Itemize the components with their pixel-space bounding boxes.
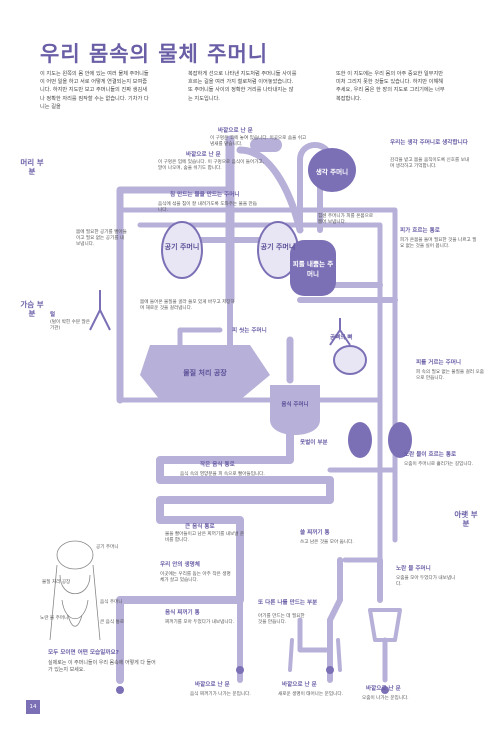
figure-question-desc: 실제로는 이 주머니들이 우리 몸속에 어떻게 다 들어가 있는지 보세요.: [48, 660, 156, 673]
blood-tube-label: 피가 흐르는 통로: [400, 228, 440, 234]
organ-pump: 피를 내뿜는 주머니: [292, 260, 334, 278]
exit-top-1-desc: 이 구멍은 코에 놓여 있습니다. 이곳으로 숨을 쉬고 냄새를 맡습니다.: [210, 136, 307, 148]
factory-desc: 몸에 들어온 물질을 골라 쓸모 있게 바꾸고 저장하며 해로운 것을 걸러냅니…: [140, 300, 235, 312]
figure-label-stomach: 음식 주머니: [100, 600, 123, 605]
hair-desc: (털이 박힌 수분 많은 기관): [50, 320, 90, 332]
page-number: 14: [26, 700, 40, 714]
page-title: 우리 몸속의 물체 주머니: [40, 42, 269, 66]
tunnel-2-label: 큰 음식 통로: [185, 524, 215, 530]
exit-top-1: 바깥으로 난 문: [218, 128, 253, 134]
intro-col1: 이 지도는 왼쪽의 몸 안에 있는 여러 물체 주머니들이 어떤 일을 하고 서…: [40, 71, 149, 110]
filter-label: 피를 거르는 주머니: [416, 360, 462, 366]
blood-tube-desc: 피가 온몸을 돌며 필요한 것을 나르고 필요 없는 것을 실어 옵니다.: [400, 238, 477, 250]
thinking-side: 우리는 생각 주머니로 생각합니다: [390, 140, 468, 146]
figure-label-urine: 노란 물 주머니: [40, 616, 69, 621]
thinking-desc: 감각을 받고 몸을 움직이도록 신호를 보내며 생각하고 기억합니다.: [390, 158, 470, 170]
section-head: 머리 부분: [20, 158, 44, 176]
organ-thinking: 생각 주머니: [315, 168, 349, 176]
another-desc: 아기를 만드는 데 필요한 것을 만듭니다.: [258, 614, 305, 626]
junk-store-label: 쓸 찌꺼기 통: [300, 530, 330, 536]
exit-bottom-3: 바깥으로 난 문: [366, 686, 401, 692]
intro-col2: 복잡하게 선으로 나타낸 지도처럼 주머니들 사이를 흐르는 길을 여러 가지 …: [188, 71, 297, 102]
pump-desc: 힘센 주머니가 피를 온몸으로 뿜어 보냅니다.: [318, 214, 374, 226]
hair-label: 털: [50, 312, 56, 318]
bone-label: 곰뼈의 뼈: [330, 335, 353, 341]
filter-desc: 피 속의 필요 없는 물질을 걸러 오줌으로 만듭니다.: [416, 370, 484, 382]
organ-air-right: 공기 주머니: [260, 243, 296, 251]
organ-factory: 물질 처리 공장: [183, 369, 227, 377]
waste-store-label: 음식 찌꺼기 통: [165, 610, 200, 616]
organ-stomach: 음식 주머니: [281, 402, 309, 408]
exit-bottom-2-desc: 새로운 생명이 태어나는 문입니다.: [278, 692, 344, 697]
air-desc: 몸에 필요한 공기를 빨아들이고 필요 없는 공기를 내보냅니다.: [76, 230, 127, 248]
tunnel-2-desc: 물을 빨아들이고 남은 찌꺼기를 내보낼 준비를 합니다.: [165, 532, 245, 544]
urine-tube-label: 노란 물이 흐르는 통로: [404, 452, 457, 458]
exit-top-2: 바깥으로 난 문: [186, 152, 221, 158]
saliva-label: 침 만드는 물을 만드는 주머니: [170, 192, 240, 198]
intro-col3: 또한 이 지도에는 우리 몸의 아주 중요한 일부지만 미처 그리지 못한 것들…: [336, 71, 445, 102]
waste-store-desc: 찌꺼기를 모아 두었다가 내보냅니다.: [165, 620, 235, 625]
section-chest: 가슴 부분: [20, 300, 44, 318]
organ-air-left: 공기 주머니: [164, 243, 200, 251]
urine-bag-label: 노란 물 주머니: [396, 566, 431, 572]
figure-label-factory: 물질 처리 공장: [42, 580, 71, 585]
tunnel-1-label: 작은 음식 통로: [200, 462, 235, 468]
exit-top-2-desc: 이 구멍은 입에 있습니다. 이 구멍으로 음식이 들어가고, 말이 나오며, …: [158, 160, 265, 172]
exit-bottom-1-desc: 음식 찌꺼기가 나가는 문입니다.: [190, 692, 251, 697]
exit-bottom-2: 바깥으로 난 문: [282, 682, 317, 688]
urine-tube-desc: 오줌이 주머니로 흘러가는 길입니다.: [404, 462, 474, 467]
tunnel-1-desc: 음식 속의 영양분을 피 속으로 빨아들입니다.: [180, 472, 265, 477]
exit-bottom-3-desc: 오줌이 나가는 문입니다.: [362, 696, 409, 701]
urine-bag-desc: 오줌을 모아 두었다가 내보냅니다.: [396, 576, 456, 588]
bile-store-label: 피 씻는 주머니: [232, 328, 267, 334]
saliva-desc: 음식에 섞을 침이 잘 내려가도록 도와주는 물을 만듭니다.: [158, 202, 257, 214]
exit-bottom-1: 바깥으로 난 문: [195, 682, 230, 688]
figure-label-tunnel: 큰 음식 통로: [100, 620, 125, 625]
section-lower: 아랫 부분: [454, 510, 478, 528]
mixer-label: 옷벌이 부분: [300, 440, 328, 446]
gate-left-desc: 이곳에는 우리를 돕는 아주 작은 생명체가 살고 있습니다.: [160, 572, 231, 584]
another-label: 또 다른 나를 만드는 부분: [258, 600, 318, 606]
figure-label-air: 공기 주머니: [96, 545, 119, 550]
figure-question-title: 모두 모이면 어떤 모습일까요?: [48, 650, 119, 656]
gate-left-label: 우리 안의 생명체: [160, 562, 200, 568]
junk-store-desc: 쓰고 남은 것을 모아 둡니다.: [300, 540, 354, 545]
